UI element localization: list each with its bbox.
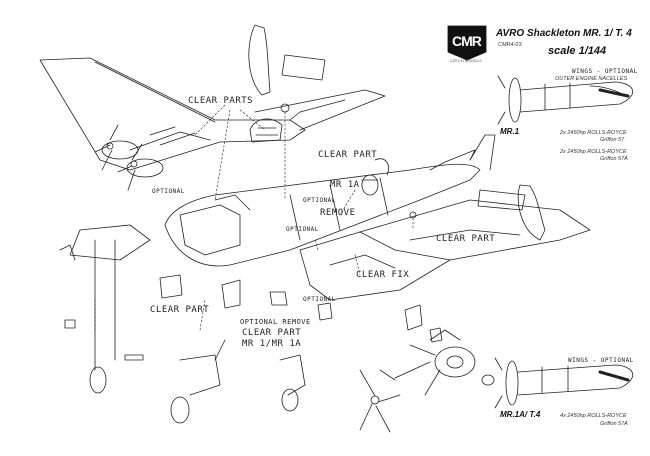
label-mr1a: MR 1A (330, 180, 360, 190)
inset-top-engine-2-type: Griffon 57A (600, 156, 628, 162)
label-optional-2: OPTIONAL (286, 226, 319, 233)
label-optional-4: OPTIONAL (303, 296, 336, 303)
diagram-title: AVRO Shackleton MR. 1/ T. 4 (496, 28, 632, 39)
propeller-lower (359, 369, 401, 433)
label-clear-parts: CLEAR PARTS (188, 96, 254, 106)
label-optional-3: OPTIONAL (303, 197, 336, 204)
left-engine-nacelles (94, 124, 164, 191)
gear-parts (159, 274, 443, 343)
label-clear-part-right: CLEAR PART (436, 234, 496, 244)
label-clear-part-top: CLEAR PART (318, 150, 378, 160)
inset-bottom-heading: WINGS - OPTIONAL (568, 357, 634, 364)
label-remove-top: REMOVE (320, 208, 356, 218)
inset-top-heading: WINGS - OPTIONAL (572, 68, 638, 75)
logo-caption: CZECH MODELS (450, 58, 482, 63)
guide-lines (94, 104, 414, 331)
tail-fins (248, 24, 546, 241)
inset-bottom-engine-1-type: Griffon 57A (600, 421, 628, 427)
label-optional-remove: OPTIONAL REMOVE (240, 318, 311, 326)
label-optional-1: OPTIONAL (152, 188, 185, 195)
label-clear-fix: CLEAR FIX (356, 270, 410, 280)
inset-top-engine-1: 2x 2450hp ROLLS-ROYCE (560, 130, 627, 136)
inset-bottom-engine-1: 4x 2450hp ROLLS-ROYCE (560, 413, 627, 419)
inset-top-engine-2: 2x 2450hp ROLLS-ROYCE (560, 149, 627, 155)
inset-top-engine-1-type: Griffon 57 (600, 137, 625, 143)
label-clear-part-mr: CLEAR PART (242, 328, 302, 338)
canopy (249, 118, 283, 143)
label-mr1-mr1a: MR 1/MR 1A (242, 339, 302, 349)
inset-bottom-nacelle (494, 357, 633, 409)
logo-text: CMR (452, 33, 482, 49)
logo-emblem (447, 25, 487, 61)
inset-top-subheading: OUTER ENGINE NACELLES (555, 76, 628, 82)
inset-top-nacelle (497, 75, 633, 125)
right-wing (299, 199, 591, 301)
fuselage (164, 134, 496, 267)
inset-top-variant: MR.1 (500, 127, 520, 136)
landing-gear-left (59, 224, 151, 394)
left-wing-upper (39, 57, 386, 171)
inset-bottom-variant: MR.1A/ T.4 (500, 410, 541, 419)
kit-code: CMR4-03 (498, 42, 522, 48)
center-engine (394, 329, 495, 396)
landing-gear-center (170, 339, 306, 424)
scale-label: scale 1/144 (548, 45, 607, 57)
label-clear-part-bottom-left: CLEAR PART (150, 305, 210, 315)
